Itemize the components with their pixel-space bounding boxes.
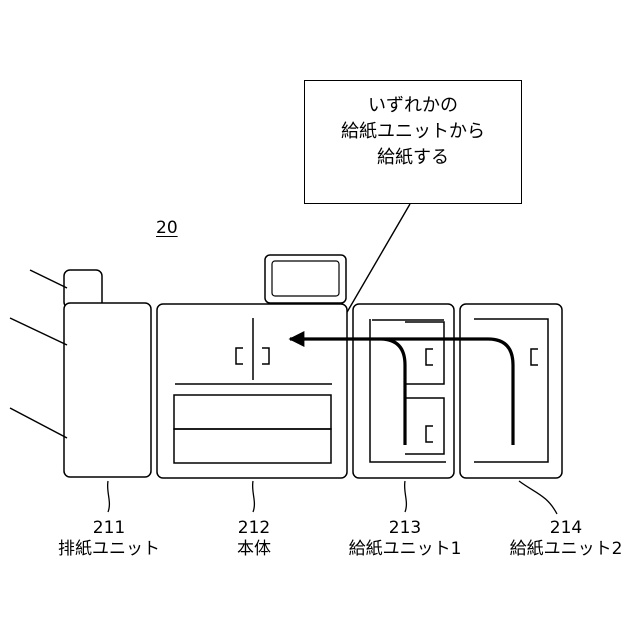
figure-reference-number: 20 — [156, 218, 178, 238]
output-unit-211 — [10, 270, 151, 477]
unit-number: 212 — [237, 518, 271, 539]
unit-name: 給紙ユニット2 — [510, 539, 623, 560]
unit-number: 214 — [510, 518, 623, 539]
leader-212 — [253, 481, 255, 512]
unit-name: 給紙ユニット1 — [349, 539, 462, 560]
output-tray-middle — [10, 318, 67, 345]
unit-label-214: 214 給紙ユニット2 — [510, 518, 623, 560]
leader-213 — [405, 481, 407, 512]
callout-line-3: 給紙する — [305, 145, 521, 171]
leader-lines — [108, 481, 557, 514]
unit-label-212: 212 本体 — [237, 518, 271, 560]
unit-label-213: 213 給紙ユニット1 — [349, 518, 462, 560]
feed-unit-2-cabinet — [460, 304, 562, 478]
unit-name: 排紙ユニット — [58, 539, 160, 560]
output-tray-bottom — [10, 408, 67, 438]
callout-line-1: いずれかの — [305, 93, 521, 119]
feed-unit-214 — [460, 304, 562, 478]
output-tray-top — [30, 270, 67, 288]
unit-number: 211 — [58, 518, 160, 539]
callout-box: いずれかの 給紙ユニットから 給紙する — [304, 80, 522, 204]
main-body-cabinet — [157, 304, 347, 478]
leader-211 — [108, 481, 110, 512]
leader-214 — [519, 481, 557, 514]
callout-line-2: 給紙ユニットから — [305, 119, 521, 145]
unit-label-211: 211 排紙ユニット — [58, 518, 160, 560]
control-panel-screen — [272, 261, 339, 296]
main-body-212 — [157, 255, 347, 478]
unit-number: 213 — [349, 518, 462, 539]
output-unit-body — [64, 303, 151, 477]
unit-name: 本体 — [237, 539, 271, 560]
